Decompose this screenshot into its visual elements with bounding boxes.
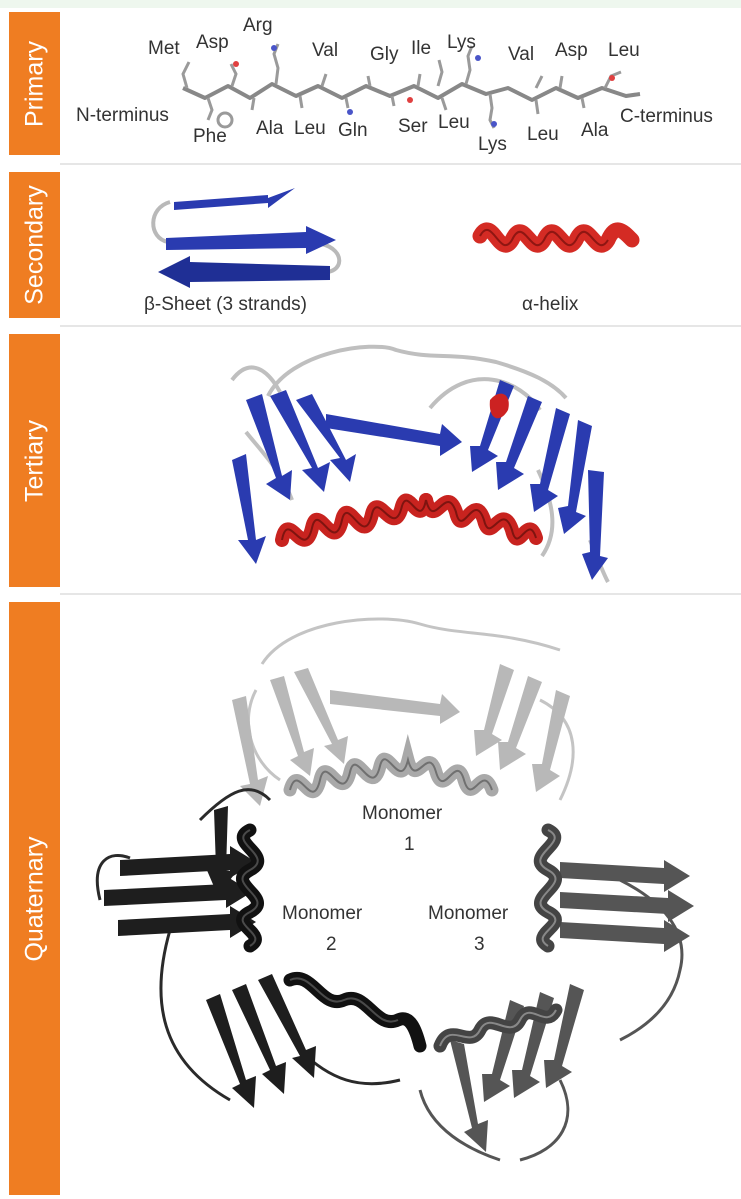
monomer-2-number: 2 [326, 934, 337, 956]
monomer-1-graphic [232, 619, 573, 806]
monomer-1-label: Monomer [362, 803, 442, 825]
monomer-3-number: 3 [474, 934, 485, 956]
divider [60, 593, 741, 595]
residue-label: Leu [294, 118, 326, 140]
residue-label: Leu [438, 112, 470, 134]
residue-label: Gln [338, 120, 368, 142]
residue-label: Val [508, 44, 534, 66]
divider [60, 163, 741, 165]
divider [60, 325, 741, 327]
residue-label: Leu [527, 124, 559, 146]
residue-label: Asp [196, 32, 229, 54]
residue-label: Met [148, 38, 180, 60]
residue-label: Ala [581, 120, 608, 142]
alpha-helix-label: α-helix [522, 294, 578, 316]
monomer-3-graphic [420, 830, 694, 1160]
beta-sheet-label: β-Sheet (3 strands) [144, 294, 307, 316]
residue-label: Arg [243, 15, 273, 37]
residue-label: Leu [608, 40, 640, 62]
alpha-helix-graphic [480, 230, 632, 245]
residue-label: Gly [370, 44, 399, 66]
residue-label: Ala [256, 118, 283, 140]
section-tab-secondary: Secondary [9, 172, 60, 318]
residue-label: Phe [193, 126, 227, 148]
residue-label: Lys [447, 32, 476, 54]
beta-sheet-graphic [153, 188, 339, 288]
residue-label: Val [312, 40, 338, 62]
section-tab-primary: Primary [9, 12, 60, 155]
section-tab-quaternary: Quaternary [9, 602, 60, 1195]
top-strip [0, 0, 741, 8]
residue-label: Ser [398, 116, 428, 138]
n-terminus-label: N-terminus [76, 105, 169, 127]
residue-label: Lys [478, 134, 507, 156]
section-tab-tertiary: Tertiary [9, 334, 60, 587]
residue-label: Asp [555, 40, 588, 62]
monomer-3-label: Monomer [428, 903, 508, 925]
c-terminus-label: C-terminus [620, 106, 713, 128]
residue-label: Ile [411, 38, 431, 60]
monomer-1-number: 1 [404, 834, 415, 856]
monomer-2-label: Monomer [282, 903, 362, 925]
monomer-2-graphic [97, 790, 420, 1108]
